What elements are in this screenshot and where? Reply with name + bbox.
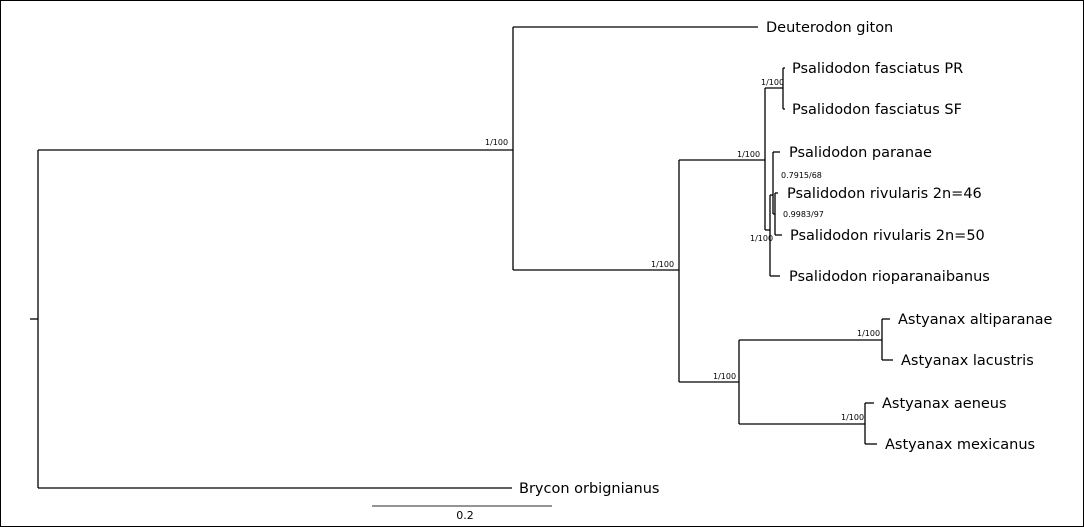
label-psalidodon-fasciatus-sf: Psalidodon fasciatus SF: [792, 102, 962, 118]
label-astyanax-altiparanae: Astyanax altiparanae: [898, 312, 1053, 328]
support-node-rio: 1/100: [750, 234, 773, 243]
support-node-paranae: 0.7915/68: [781, 171, 822, 180]
label-psalidodon-rioparanaibanus: Psalidodon rioparanaibanus: [789, 269, 990, 285]
label-psalidodon-paranae: Psalidodon paranae: [789, 145, 932, 161]
support-node-alt-lac: 1/100: [857, 329, 880, 338]
support-node-aen-mex: 1/100: [841, 413, 864, 422]
label-psalidodon-fasciatus-pr: Psalidodon fasciatus PR: [792, 61, 963, 77]
label-astyanax-lacustris: Astyanax lacustris: [901, 353, 1034, 369]
support-node-rivularis: 0.9983/97: [783, 210, 824, 219]
label-brycon-orbignianus: Brycon orbignianus: [519, 481, 659, 497]
support-node-fasciatus: 1/100: [761, 78, 784, 87]
label-psalidodon-rivularis-50: Psalidodon rivularis 2n=50: [790, 228, 985, 244]
support-node-psalidodon: 1/100: [737, 150, 760, 159]
support-node-psal-ast: 1/100: [651, 260, 674, 269]
support-node-astyanax: 1/100: [713, 372, 736, 381]
scale-bar-label: 0.2: [456, 509, 474, 522]
label-astyanax-mexicanus: Astyanax mexicanus: [885, 437, 1035, 453]
label-deuterodon-giton: Deuterodon giton: [766, 20, 893, 36]
support-node-main: 1/100: [485, 138, 508, 147]
label-psalidodon-rivularis-46: Psalidodon rivularis 2n=46: [787, 186, 982, 202]
label-astyanax-aeneus: Astyanax aeneus: [882, 396, 1007, 412]
